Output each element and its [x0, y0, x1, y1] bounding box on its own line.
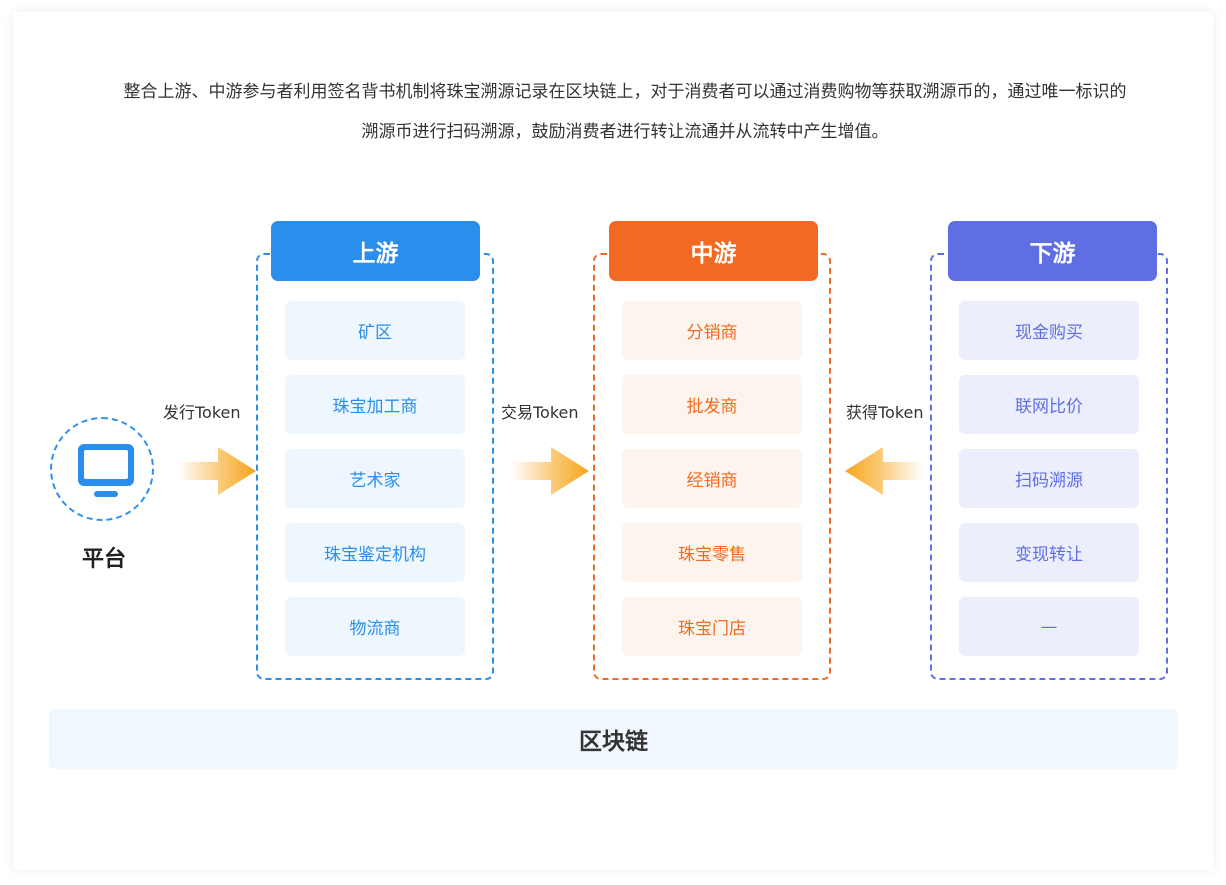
- upstream-item: 珠宝加工商: [285, 375, 465, 434]
- intro-line-1: 整合上游、中游参与者利用签名背书机制将珠宝溯源记录在区块链上，对于消费者可以通过…: [123, 82, 1127, 102]
- upstream-item: 物流商: [285, 597, 465, 656]
- downstream-item: 联网比价: [959, 375, 1139, 434]
- downstream-item: —: [959, 597, 1139, 656]
- issue-token-label: 发行Token: [163, 403, 241, 422]
- midstream-item: 经销商: [622, 449, 802, 508]
- intro-text: 整合上游、中游参与者利用签名背书机制将珠宝溯源记录在区块链上，对于消费者可以通过…: [60, 72, 1190, 152]
- downstream-item: 现金购买: [959, 301, 1139, 360]
- trade-token-label: 交易Token: [501, 403, 579, 422]
- platform-node: [50, 417, 154, 521]
- platform-label: 平台: [81, 547, 126, 572]
- obtain-token-label: 获得Token: [846, 403, 924, 422]
- upstream-item: 珠宝鉴定机构: [285, 523, 465, 582]
- monitor-icon: [78, 444, 134, 504]
- upstream-item: 艺术家: [285, 449, 465, 508]
- downstream-item: 扫码溯源: [959, 449, 1139, 508]
- upstream-item: 矿区: [285, 301, 465, 360]
- midstream-title: 中游: [609, 221, 818, 281]
- midstream-item: 珠宝门店: [622, 597, 802, 656]
- left-arrow-icon: [845, 447, 923, 495]
- downstream-item: 变现转让: [959, 523, 1139, 582]
- midstream-item: 分销商: [622, 301, 802, 360]
- intro-line-2: 溯源币进行扫码溯源，鼓励消费者进行转让流通并从流转中产生增值。: [361, 122, 889, 142]
- blockchain-bar: 区块链: [49, 709, 1178, 769]
- right-arrow-icon: [178, 447, 256, 495]
- midstream-item: 珠宝零售: [622, 523, 802, 582]
- right-arrow-icon: [511, 447, 589, 495]
- downstream-title: 下游: [948, 221, 1157, 281]
- upstream-title: 上游: [271, 221, 480, 281]
- midstream-item: 批发商: [622, 375, 802, 434]
